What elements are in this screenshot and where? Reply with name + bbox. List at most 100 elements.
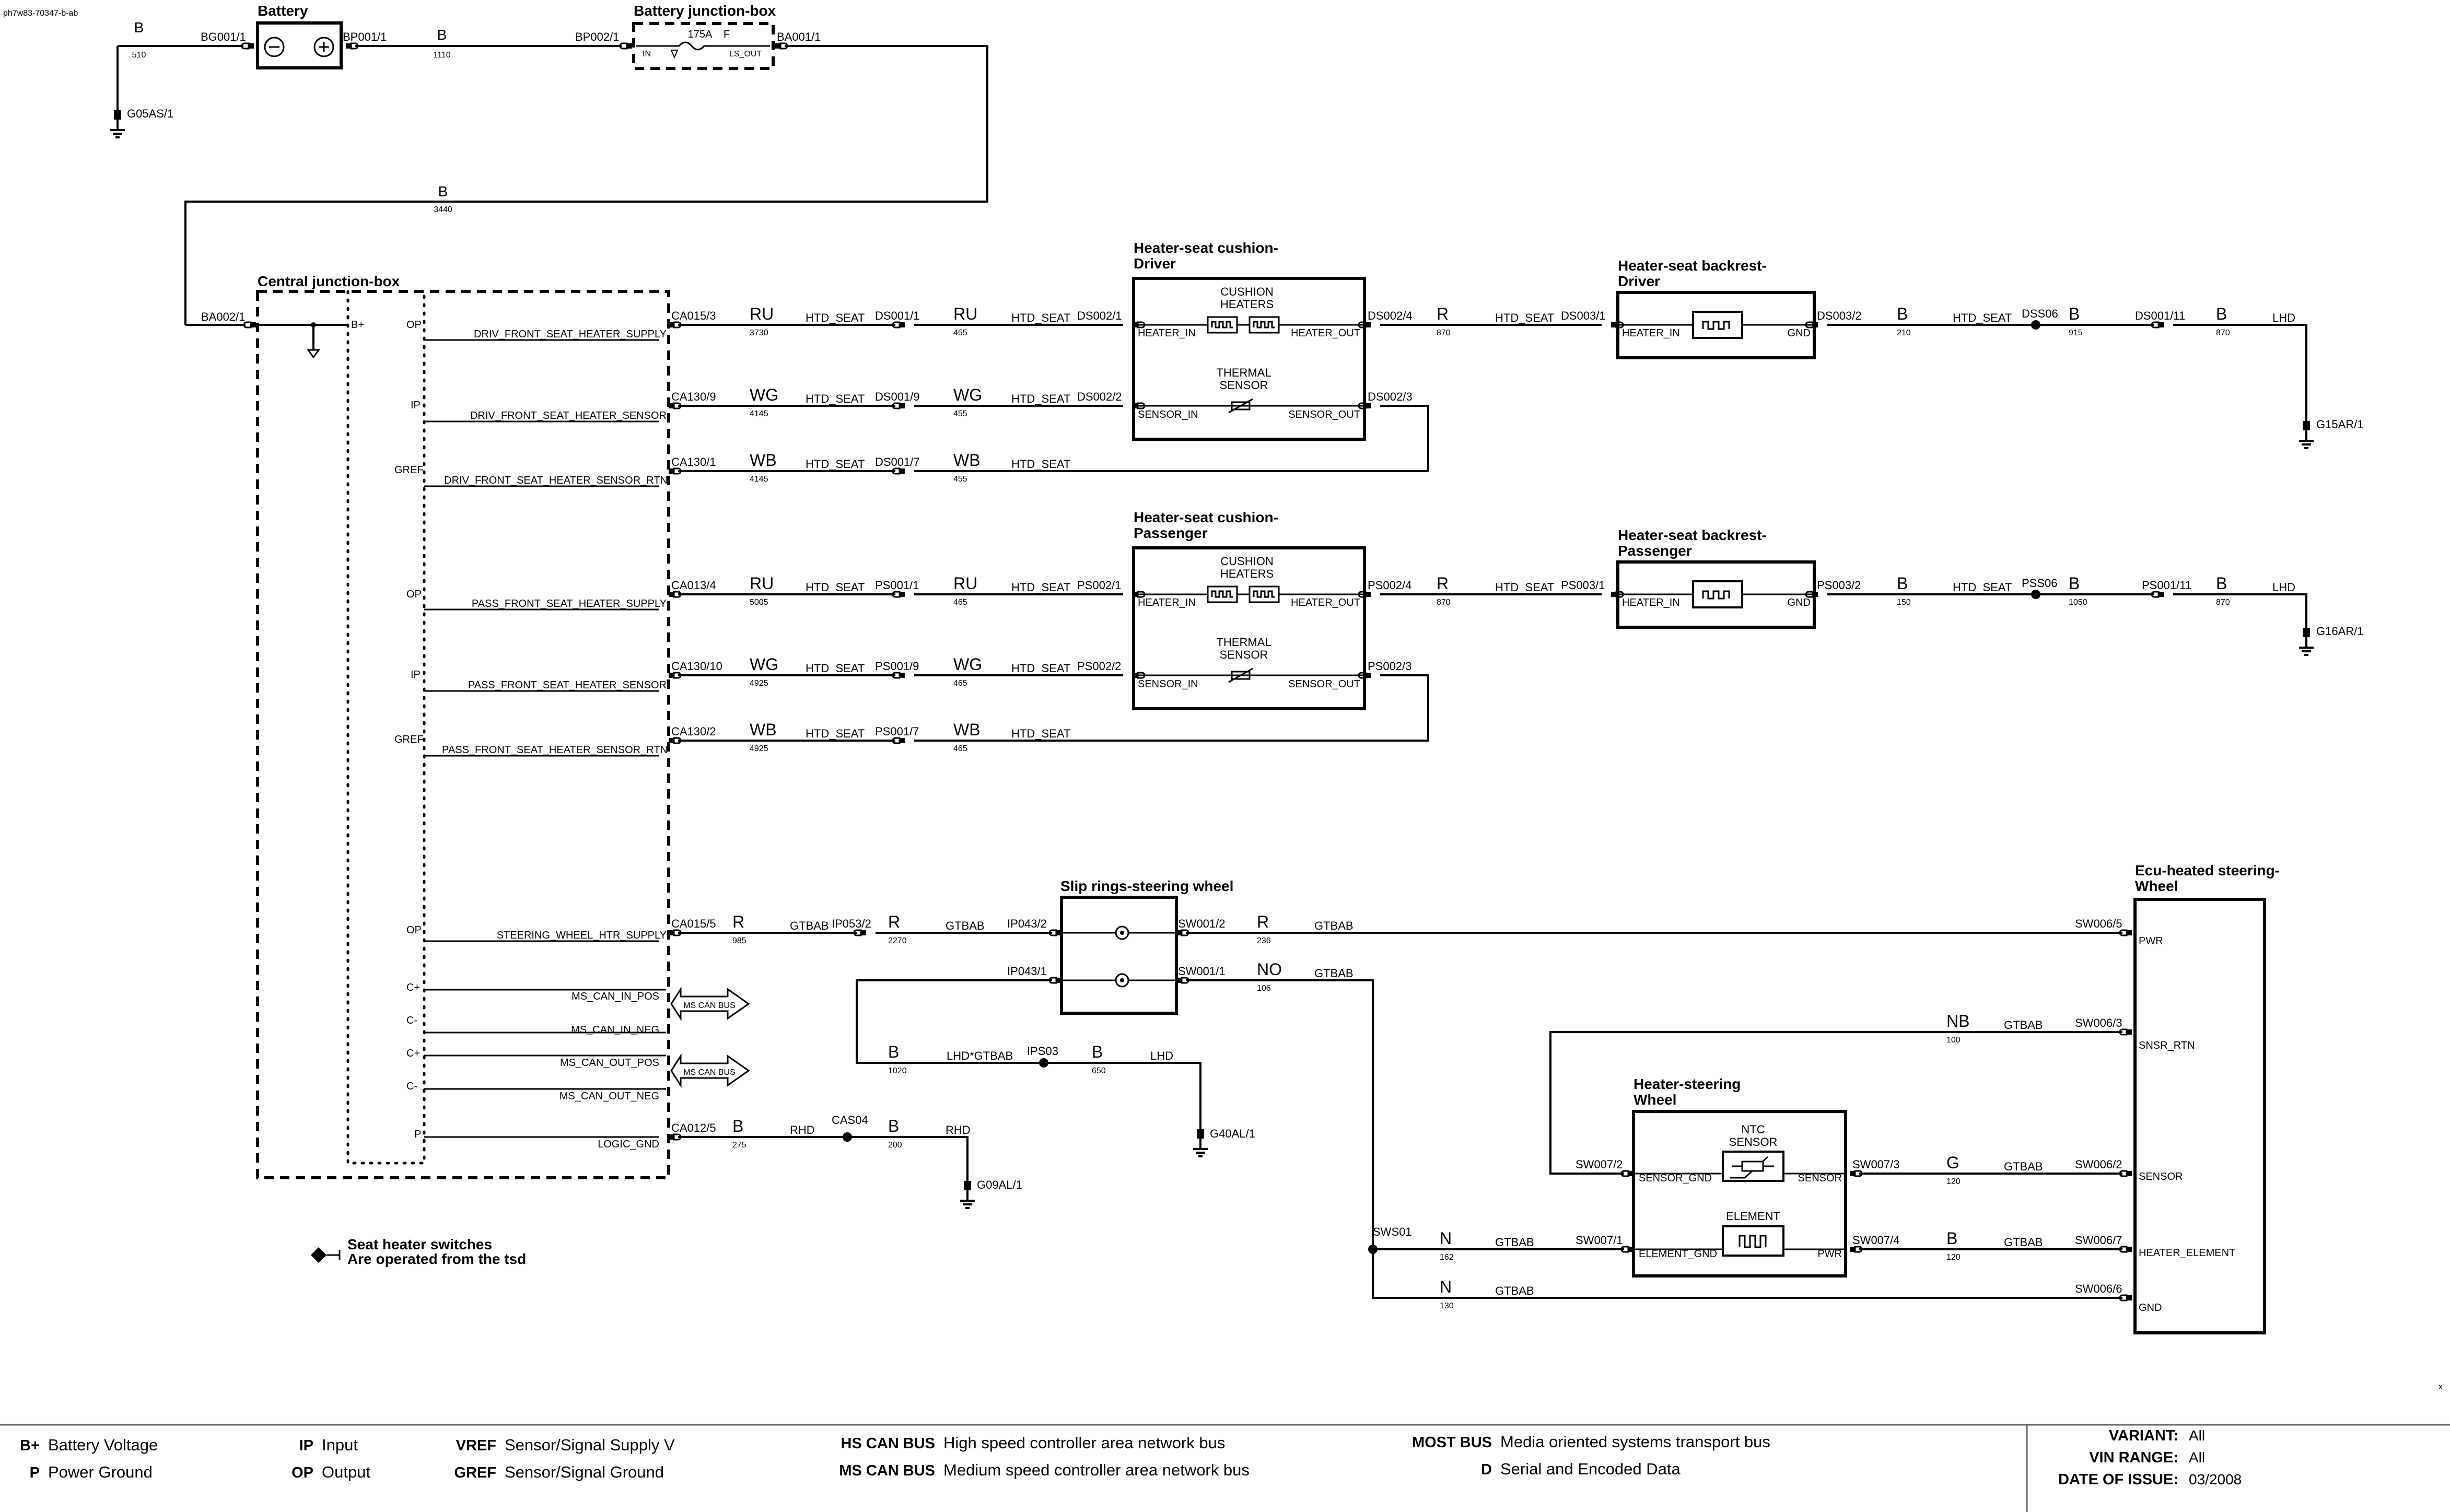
connector-sw001-1: SW001/1: [1178, 965, 1226, 978]
hcp-pin-sensor-out: SENSOR_OUT: [1288, 678, 1360, 690]
ecu-pin-snsr-rtn: SNSR_RTN: [2139, 1040, 2195, 1051]
wire-3730-color: RU: [750, 304, 774, 323]
cjb-module-outline: [346, 290, 426, 1165]
legend-text-5: Sensor/Signal Ground: [505, 1463, 664, 1481]
ecu-pin-pwr: PWR: [2139, 935, 2163, 947]
connector-ba002-label: BA002/1: [201, 310, 245, 323]
legend-text-0: Battery Voltage: [48, 1436, 158, 1454]
wire-915-color: B: [2069, 304, 2080, 323]
wire-num-510: 510: [132, 51, 146, 60]
wire-275-color: B: [732, 1117, 743, 1135]
wire-200-tag: RHD: [946, 1123, 971, 1136]
wire-870b-tag: LHD: [2272, 311, 2295, 324]
hcp-pin-heater-out: HEATER_OUT: [1291, 597, 1360, 608]
wire-color-1110: B: [437, 27, 447, 43]
wire-1050-num: 1050: [2069, 598, 2087, 607]
connector-ds002-2: DS002/2: [1077, 390, 1122, 403]
connector-ca012-5: CA012/5: [671, 1121, 716, 1134]
ms-can-bus-label-2: MS CAN BUS: [683, 1068, 736, 1077]
legend-code-4: VREF: [456, 1437, 496, 1454]
connector-sw001-2: SW001/2: [1178, 917, 1226, 930]
slip-box: [1060, 896, 1178, 1015]
hsw-title-2: Wheel: [1634, 1092, 1676, 1108]
connector-ps002-2: PS002/2: [1077, 660, 1121, 673]
connector-ps001-9: PS001/9: [875, 660, 919, 673]
hcp-thermal-2: SENSOR: [1220, 648, 1268, 661]
passenger-seat-circuit: G16AR/1 CA013/4 CA130/10 CA130/2 PS001/1…: [671, 509, 2364, 753]
cjb-title: Central junction-box: [258, 273, 400, 289]
wire-4925b-color: WB: [750, 720, 777, 739]
wire-5005-color: RU: [750, 574, 774, 593]
ground-g05as-icon: [109, 106, 126, 138]
connector-sw007-1: SW007/1: [1576, 1234, 1623, 1247]
hcp-heater-2-icon: [1249, 585, 1280, 603]
legend-text-9: Serial and Encoded Data: [1500, 1460, 1681, 1478]
fuse-f-label: F: [724, 29, 730, 40]
wire-num-1110: 1110: [433, 51, 450, 60]
wire-455a-color: RU: [953, 304, 977, 323]
signal-pass-rtn: PASS_FRONT_SEAT_HEATER_SENSOR_RTN: [442, 744, 668, 756]
wire-106-tag: GTBAB: [1314, 967, 1354, 980]
connector-ps001-1: PS001/1: [875, 579, 919, 592]
connector-ca015-5: CA015/5: [671, 917, 716, 930]
note-diamond-icon: [311, 1247, 326, 1263]
wire-150-color: B: [1897, 574, 1908, 593]
wire-4145b-num: 4145: [750, 475, 768, 484]
connector-bp002-icon: [619, 42, 633, 50]
ms-can-bus-out-icon: MS CAN BUS: [670, 1053, 750, 1088]
wire-465c-color: WB: [953, 720, 981, 739]
hbp-pin-heater-in: HEATER_IN: [1622, 597, 1680, 608]
signal-pass-supply: PASS_FRONT_SEAT_HEATER_SUPPLY: [472, 598, 667, 610]
hsw-element-label: ELEMENT: [1726, 1210, 1780, 1223]
hcp-thermal-1: THERMAL: [1216, 636, 1271, 649]
hcd-thermal-1: THERMAL: [1216, 366, 1271, 379]
wire-130-num: 130: [1440, 1302, 1454, 1310]
wire-3730-tag: HTD_SEAT: [806, 311, 865, 324]
wire-150-num: 150: [1897, 598, 1911, 607]
signal-driv-sensor: DRIV_FRONT_SEAT_HEATER_SENSOR: [470, 410, 667, 421]
wire-275-num: 275: [732, 1141, 746, 1150]
driver-seat-circuit: G15AR/1 CA015/3 CA130/9 CA130/1 DS001/1 …: [671, 240, 2364, 484]
signal-ms-out-neg: MS_CAN_OUT_NEG: [559, 1091, 659, 1102]
fuse-in-label: IN: [643, 50, 651, 58]
hbd-heater-icon: [1692, 311, 1743, 339]
wire-162-tag: GTBAB: [1495, 1236, 1534, 1249]
connector-ps002-3: PS002/3: [1368, 660, 1411, 673]
wire-100-color: NB: [1946, 1012, 1969, 1030]
wire-870c-num: 870: [1437, 598, 1451, 607]
pin-gref-2: GREF: [394, 734, 424, 745]
pin-p: P: [414, 1129, 421, 1140]
legend-text-2: Input: [322, 1436, 358, 1454]
legend-footer: B+ Battery Voltage P Power Ground IP Inp…: [0, 1424, 2450, 1512]
connector-ds001-11: DS001/11: [2135, 309, 2185, 322]
splice-ips03-icon: [1039, 1058, 1048, 1068]
battery-box: [256, 21, 343, 69]
wire-650-tag: LHD: [1150, 1049, 1173, 1062]
hcp-cushion-2: HEATERS: [1220, 567, 1274, 580]
hcd-pin-sensor-out: SENSOR_OUT: [1288, 409, 1360, 420]
wire-4145b-color: WB: [750, 451, 777, 470]
hcd-pin-sensor-in: SENSOR_IN: [1138, 409, 1198, 420]
legend-text-3: Output: [322, 1463, 370, 1481]
connector-ps002-1: PS002/1: [1077, 579, 1121, 592]
pin-op-1: OP: [406, 319, 422, 331]
connector-ba002-icon: [243, 321, 257, 329]
legend-code-5: GREF: [454, 1464, 496, 1481]
ecu-pin-heater-element: HEATER_ELEMENT: [2139, 1247, 2235, 1259]
wire-455c-num: 455: [953, 475, 967, 484]
note-line-1: Seat heater switches: [347, 1236, 492, 1252]
wire-162-num: 162: [1440, 1253, 1454, 1262]
hsw-pin-sensor: SENSOR: [1798, 1173, 1842, 1184]
connector-pss06: PSS06: [2022, 577, 2058, 590]
wire-5005-tag: HTD_SEAT: [806, 581, 865, 594]
wire-455a-tag: HTD_SEAT: [1011, 311, 1070, 324]
ecu-pin-sensor: SENSOR: [2139, 1171, 2183, 1182]
wire-4145a-num: 4145: [750, 409, 768, 418]
connector-icons: [668, 321, 2165, 1302]
wire-870d-tag: LHD: [2272, 581, 2295, 594]
wire-465b-color: WG: [953, 655, 982, 674]
bjb-title: Battery junction-box: [634, 3, 776, 19]
splice-pss06-icon: [2031, 590, 2040, 599]
wire-3730-num: 3730: [750, 329, 768, 337]
